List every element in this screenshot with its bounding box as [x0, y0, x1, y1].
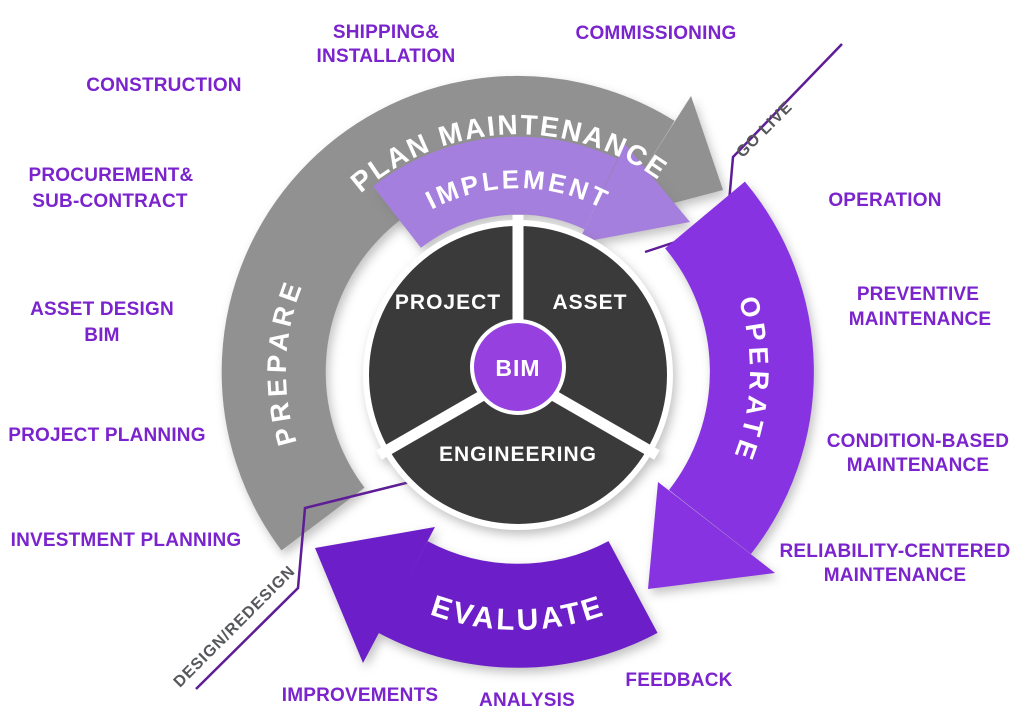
milestone-label-go-live: GO LIVE — [733, 98, 796, 161]
label-analysis: ANALYSIS — [479, 690, 575, 711]
milestone-label-design-redesign: DESIGN/REDESIGN — [171, 563, 299, 691]
implement-arc — [373, 136, 618, 249]
label-improvements: IMPROVEMENTS — [282, 685, 439, 706]
operate-arrow — [648, 181, 814, 589]
label-asset-design-line2: BIM — [84, 325, 119, 346]
label-commissioning: COMMISSIONING — [576, 23, 737, 44]
label-shipping-line2: INSTALLATION — [317, 46, 456, 67]
operate-arrowhead-icon — [648, 482, 775, 589]
label-preventive-line1: PREVENTIVE — [857, 284, 979, 305]
label-construction: CONSTRUCTION — [86, 75, 241, 96]
label-shipping-line1: SHIPPING& — [333, 22, 439, 43]
operate-arc — [664, 181, 814, 555]
hub-label-bim: BIM — [495, 355, 540, 381]
label-reliability-line1: RELIABILITY-CENTERED — [780, 541, 1011, 562]
core-circle-group: PROJECT ASSET ENGINEERING BIM — [363, 215, 673, 530]
label-procurement-line2: SUB-CONTRACT — [32, 191, 188, 212]
segment-label-engineering: ENGINEERING — [439, 443, 597, 466]
evaluate-arc — [378, 540, 658, 668]
evaluate-arrow — [315, 527, 658, 668]
evaluate-arrowhead-icon — [315, 527, 435, 663]
label-condition-line2: MAINTENANCE — [847, 455, 990, 476]
segment-label-project: PROJECT — [395, 291, 501, 314]
label-preventive-line2: MAINTENANCE — [849, 309, 992, 330]
prepare-plan-arc — [221, 75, 675, 551]
label-project-planning: PROJECT PLANNING — [8, 425, 205, 446]
label-feedback: FEEDBACK — [625, 670, 732, 691]
implement-arrowhead-icon — [578, 144, 690, 243]
label-asset-design-line1: ASSET DESIGN — [30, 299, 174, 320]
design-redesign-divider-line — [195, 475, 431, 690]
bim-hub-circle — [470, 319, 566, 415]
label-operation: OPERATION — [828, 190, 941, 211]
label-procurement-line1: PROCUREMENT& — [29, 165, 194, 186]
implement-arrow — [373, 136, 690, 249]
label-investment-planning: INVESTMENT PLANNING — [11, 530, 242, 551]
label-condition-line1: CONDITION-BASED — [827, 431, 1009, 452]
label-reliability-line2: MAINTENANCE — [824, 565, 967, 586]
segment-label-asset: ASSET — [552, 291, 627, 314]
